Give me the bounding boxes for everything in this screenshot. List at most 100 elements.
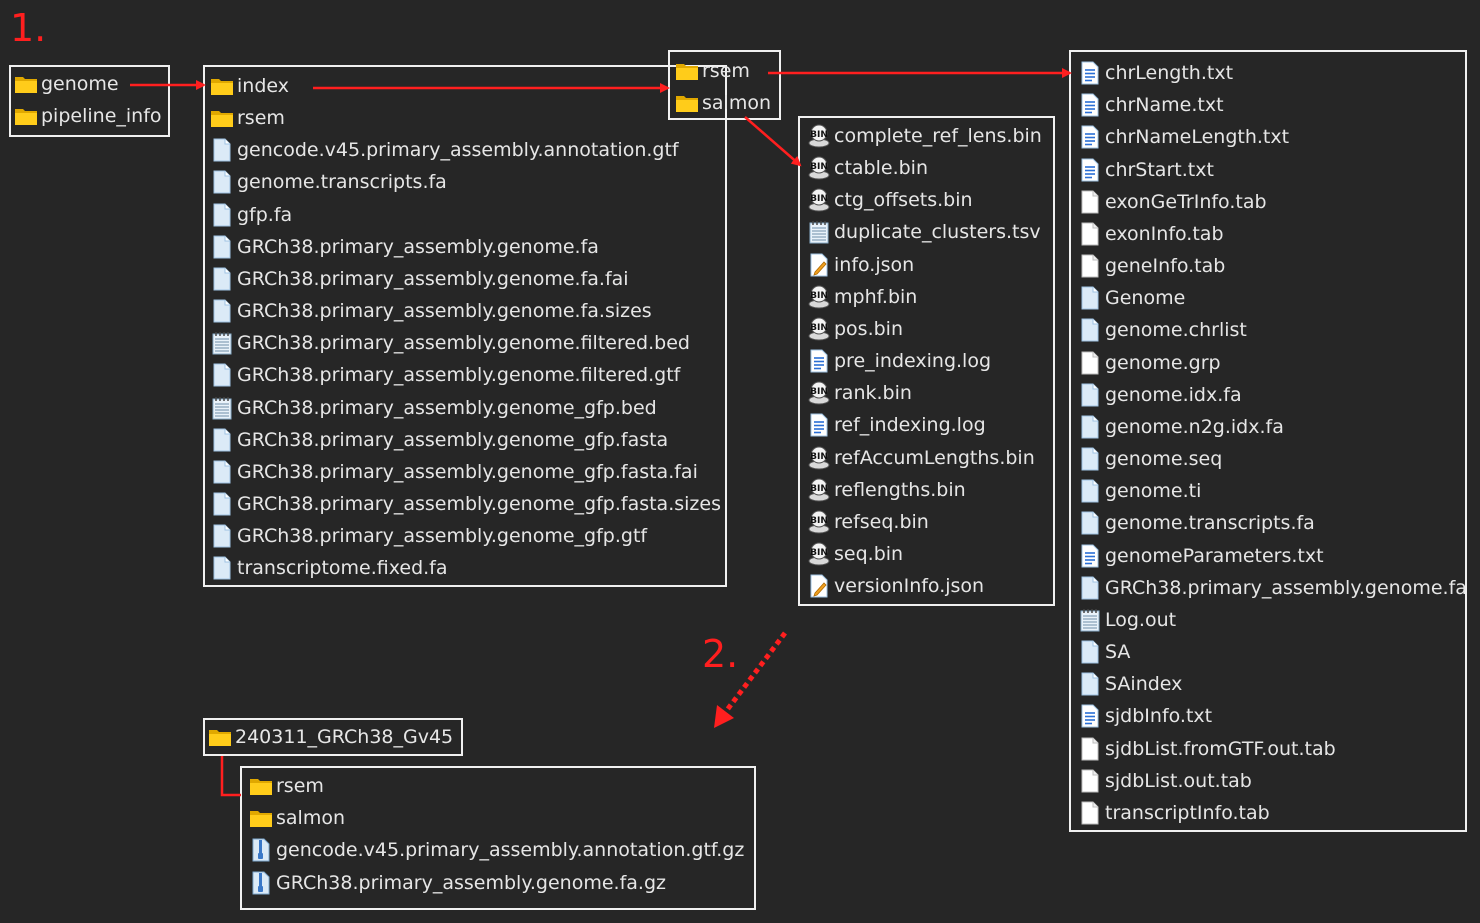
file-icon [210,363,234,387]
file-item[interactable]: gfp.fa [210,199,292,231]
file-item[interactable]: GRCh38.primary_assembly.genome.fa.gz [249,867,666,899]
file-item[interactable]: GRCh38.primary_assembly.genome_gfp.bed [210,392,657,424]
blank-icon [1078,769,1102,793]
file-item[interactable]: exonGeTrInfo.tab [1078,186,1267,218]
folder-item[interactable]: genome [14,68,119,100]
file-item[interactable]: gencode.v45.primary_assembly.annotation.… [210,134,679,166]
bin-icon: BIN [807,381,831,405]
zip-icon [249,838,273,862]
file-item[interactable]: GRCh38.primary_assembly.genome_gfp.fasta… [210,456,698,488]
svg-text:BIN: BIN [810,323,828,333]
item-label: reflengths.bin [834,479,966,501]
item-label: salmon [702,92,771,114]
file-item[interactable]: GRCh38.primary_assembly.genome.fa [1078,572,1467,604]
item-label: rsem [237,107,285,129]
file-icon [210,170,234,194]
file-item[interactable]: chrLength.txt [1078,57,1233,89]
folder-item[interactable]: rsem [210,102,285,134]
file-icon [1078,576,1102,600]
file-item[interactable]: genome.n2g.idx.fa [1078,411,1284,443]
file-item[interactable]: genome.idx.fa [1078,379,1242,411]
file-item[interactable]: geneInfo.tab [1078,250,1225,282]
file-item[interactable]: duplicate_clusters.tsv [807,216,1041,248]
file-item[interactable]: transcriptome.fixed.fa [210,552,448,584]
file-item[interactable]: exonInfo.tab [1078,218,1224,250]
file-icon [210,267,234,291]
file-item[interactable]: GRCh38.primary_assembly.genome_gfp.fasta… [210,488,721,520]
file-item[interactable]: BIN refAccumLengths.bin [807,442,1035,474]
text-icon [1078,704,1102,728]
folder-item[interactable]: rsem [675,55,750,87]
file-item[interactable]: gencode.v45.primary_assembly.annotation.… [249,834,744,866]
file-item[interactable]: transcriptInfo.tab [1078,797,1270,829]
folder-item[interactable]: salmon [249,802,345,834]
file-item[interactable]: genome.seq [1078,443,1222,475]
svg-text:BIN: BIN [810,452,828,462]
file-item[interactable]: info.json [807,249,914,281]
zip-icon [249,871,273,895]
bin-icon: BIN [807,542,831,566]
item-label: GRCh38.primary_assembly.genome_gfp.gtf [237,525,648,547]
folder-icon [675,59,699,83]
notepad-icon [210,331,234,355]
file-item[interactable]: GRCh38.primary_assembly.genome.fa.fai [210,263,629,295]
file-item[interactable]: pre_indexing.log [807,345,991,377]
file-item[interactable]: chrStart.txt [1078,154,1214,186]
folder-icon [249,774,273,798]
file-item[interactable]: Log.out [1078,604,1176,636]
file-item[interactable]: ref_indexing.log [807,409,986,441]
arrow-salmon-to-contents [744,116,802,167]
file-item[interactable]: sjdbInfo.txt [1078,700,1212,732]
file-item[interactable]: genome.transcripts.fa [1078,507,1315,539]
file-icon [210,524,234,548]
item-label: genome.seq [1105,448,1223,470]
bin-icon: BIN [807,446,831,470]
folder-item[interactable]: index [210,70,289,102]
file-item[interactable]: GRCh38.primary_assembly.genome.filtered.… [210,327,690,359]
file-item[interactable]: GRCh38.primary_assembly.genome.filtered.… [210,359,680,391]
folder-icon [210,74,234,98]
file-item[interactable]: chrName.txt [1078,89,1224,121]
file-item[interactable]: GRCh38.primary_assembly.genome.fa.sizes [210,295,652,327]
file-item[interactable]: genome.grp [1078,347,1221,379]
file-item[interactable]: genome.chrlist [1078,314,1247,346]
file-icon [210,203,234,227]
file-item[interactable]: SA [1078,636,1130,668]
file-item[interactable]: Genome [1078,282,1185,314]
file-item[interactable]: sjdbList.out.tab [1078,765,1252,797]
item-label: refAccumLengths.bin [834,447,1035,469]
connector-new-root-to-contents [220,756,241,797]
file-item[interactable]: genome.ti [1078,475,1201,507]
folder-item[interactable]: 240311_GRCh38_Gv45 [208,721,453,753]
item-label: 240311_GRCh38_Gv45 [235,726,454,748]
item-label: sjdbInfo.txt [1105,705,1213,727]
folder-item[interactable]: rsem [249,770,324,802]
file-item[interactable]: SAindex [1078,668,1182,700]
file-item[interactable]: versionInfo.json [807,570,984,602]
folder-icon [208,725,232,749]
file-item[interactable]: GRCh38.primary_assembly.genome_gfp.gtf [210,520,647,552]
file-item[interactable]: sjdbList.fromGTF.out.tab [1078,733,1336,765]
notepad-icon [210,396,234,420]
file-item[interactable]: GRCh38.primary_assembly.genome_gfp.fasta [210,424,668,456]
file-item[interactable]: genome.transcripts.fa [210,166,447,198]
item-label: GRCh38.primary_assembly.genome.fa.gz [276,872,666,894]
file-item[interactable]: genomeParameters.txt [1078,540,1324,572]
item-label: genome.chrlist [1105,319,1247,341]
folder-item[interactable]: salmon [675,87,771,119]
folder-item[interactable]: pipeline_info [14,100,162,132]
file-item[interactable]: GRCh38.primary_assembly.genome.fa [210,231,599,263]
svg-text:BIN: BIN [810,516,828,526]
file-item[interactable]: chrNameLength.txt [1078,121,1289,153]
bin-icon: BIN [807,510,831,534]
svg-text:BIN: BIN [810,548,828,558]
